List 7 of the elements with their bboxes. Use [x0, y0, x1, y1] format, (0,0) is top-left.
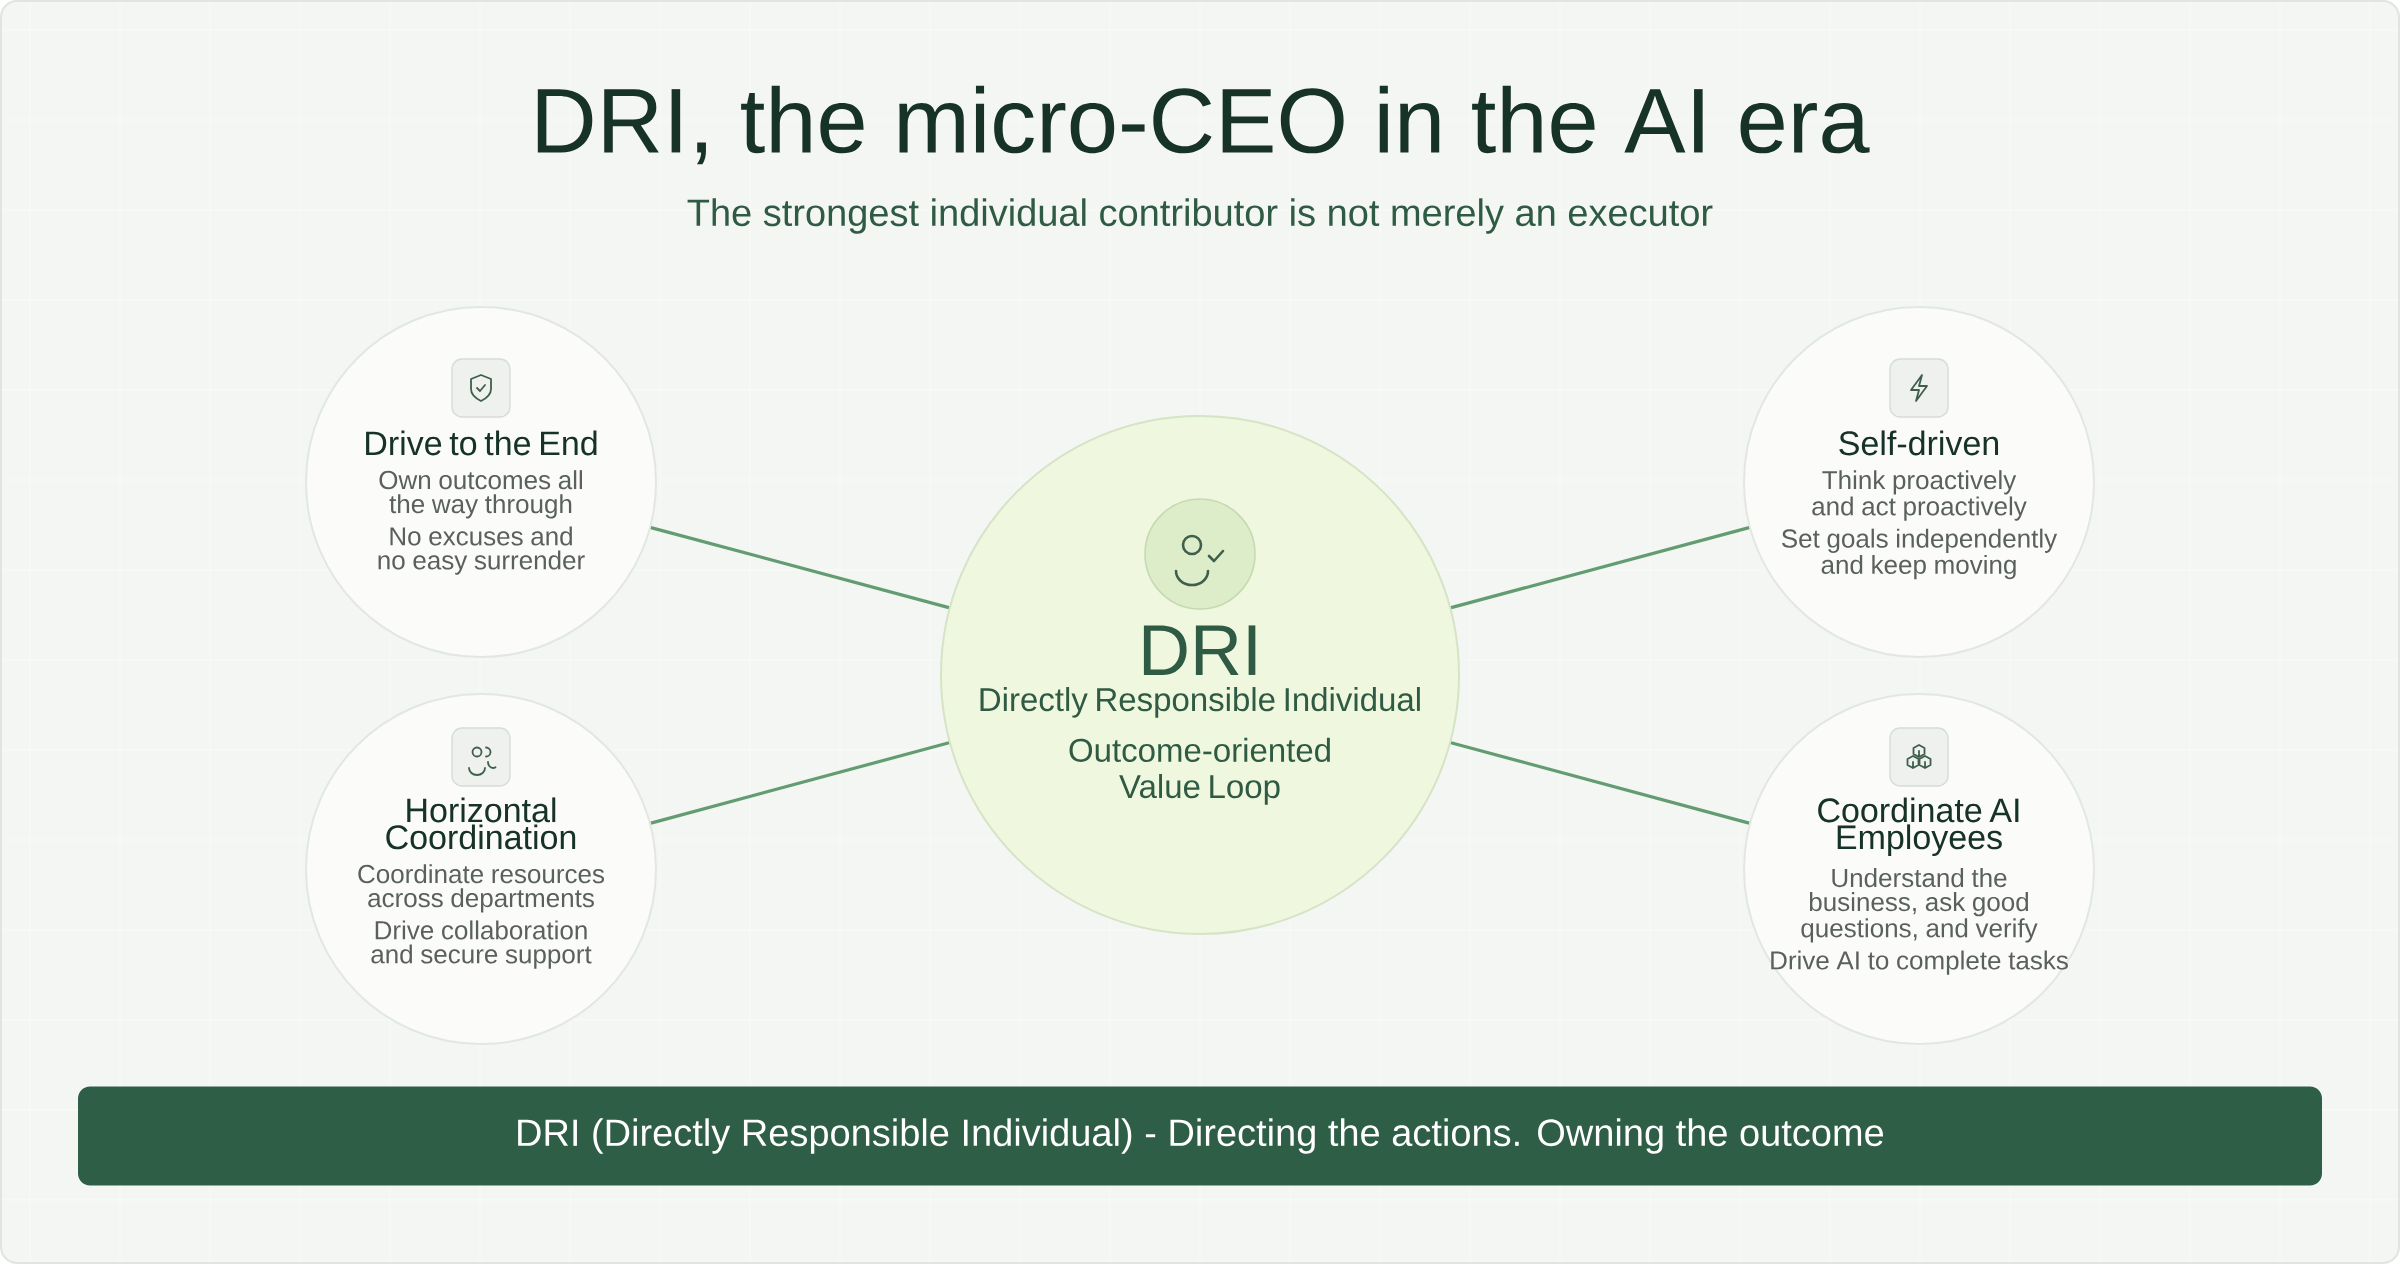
banner: DRI (Directly Responsible Individual) - Directing the actions. Owning the outcome	[78, 1086, 2322, 1186]
subtitle: The strongest individual contributor is not merely an executor	[687, 198, 1713, 234]
connector-line	[650, 741, 950, 825]
connector-line	[1450, 526, 1750, 610]
connector-line	[650, 526, 950, 610]
connector-line	[1450, 741, 1750, 825]
title: DRI, the micro-CEO in the AI era	[537, 85, 1870, 165]
